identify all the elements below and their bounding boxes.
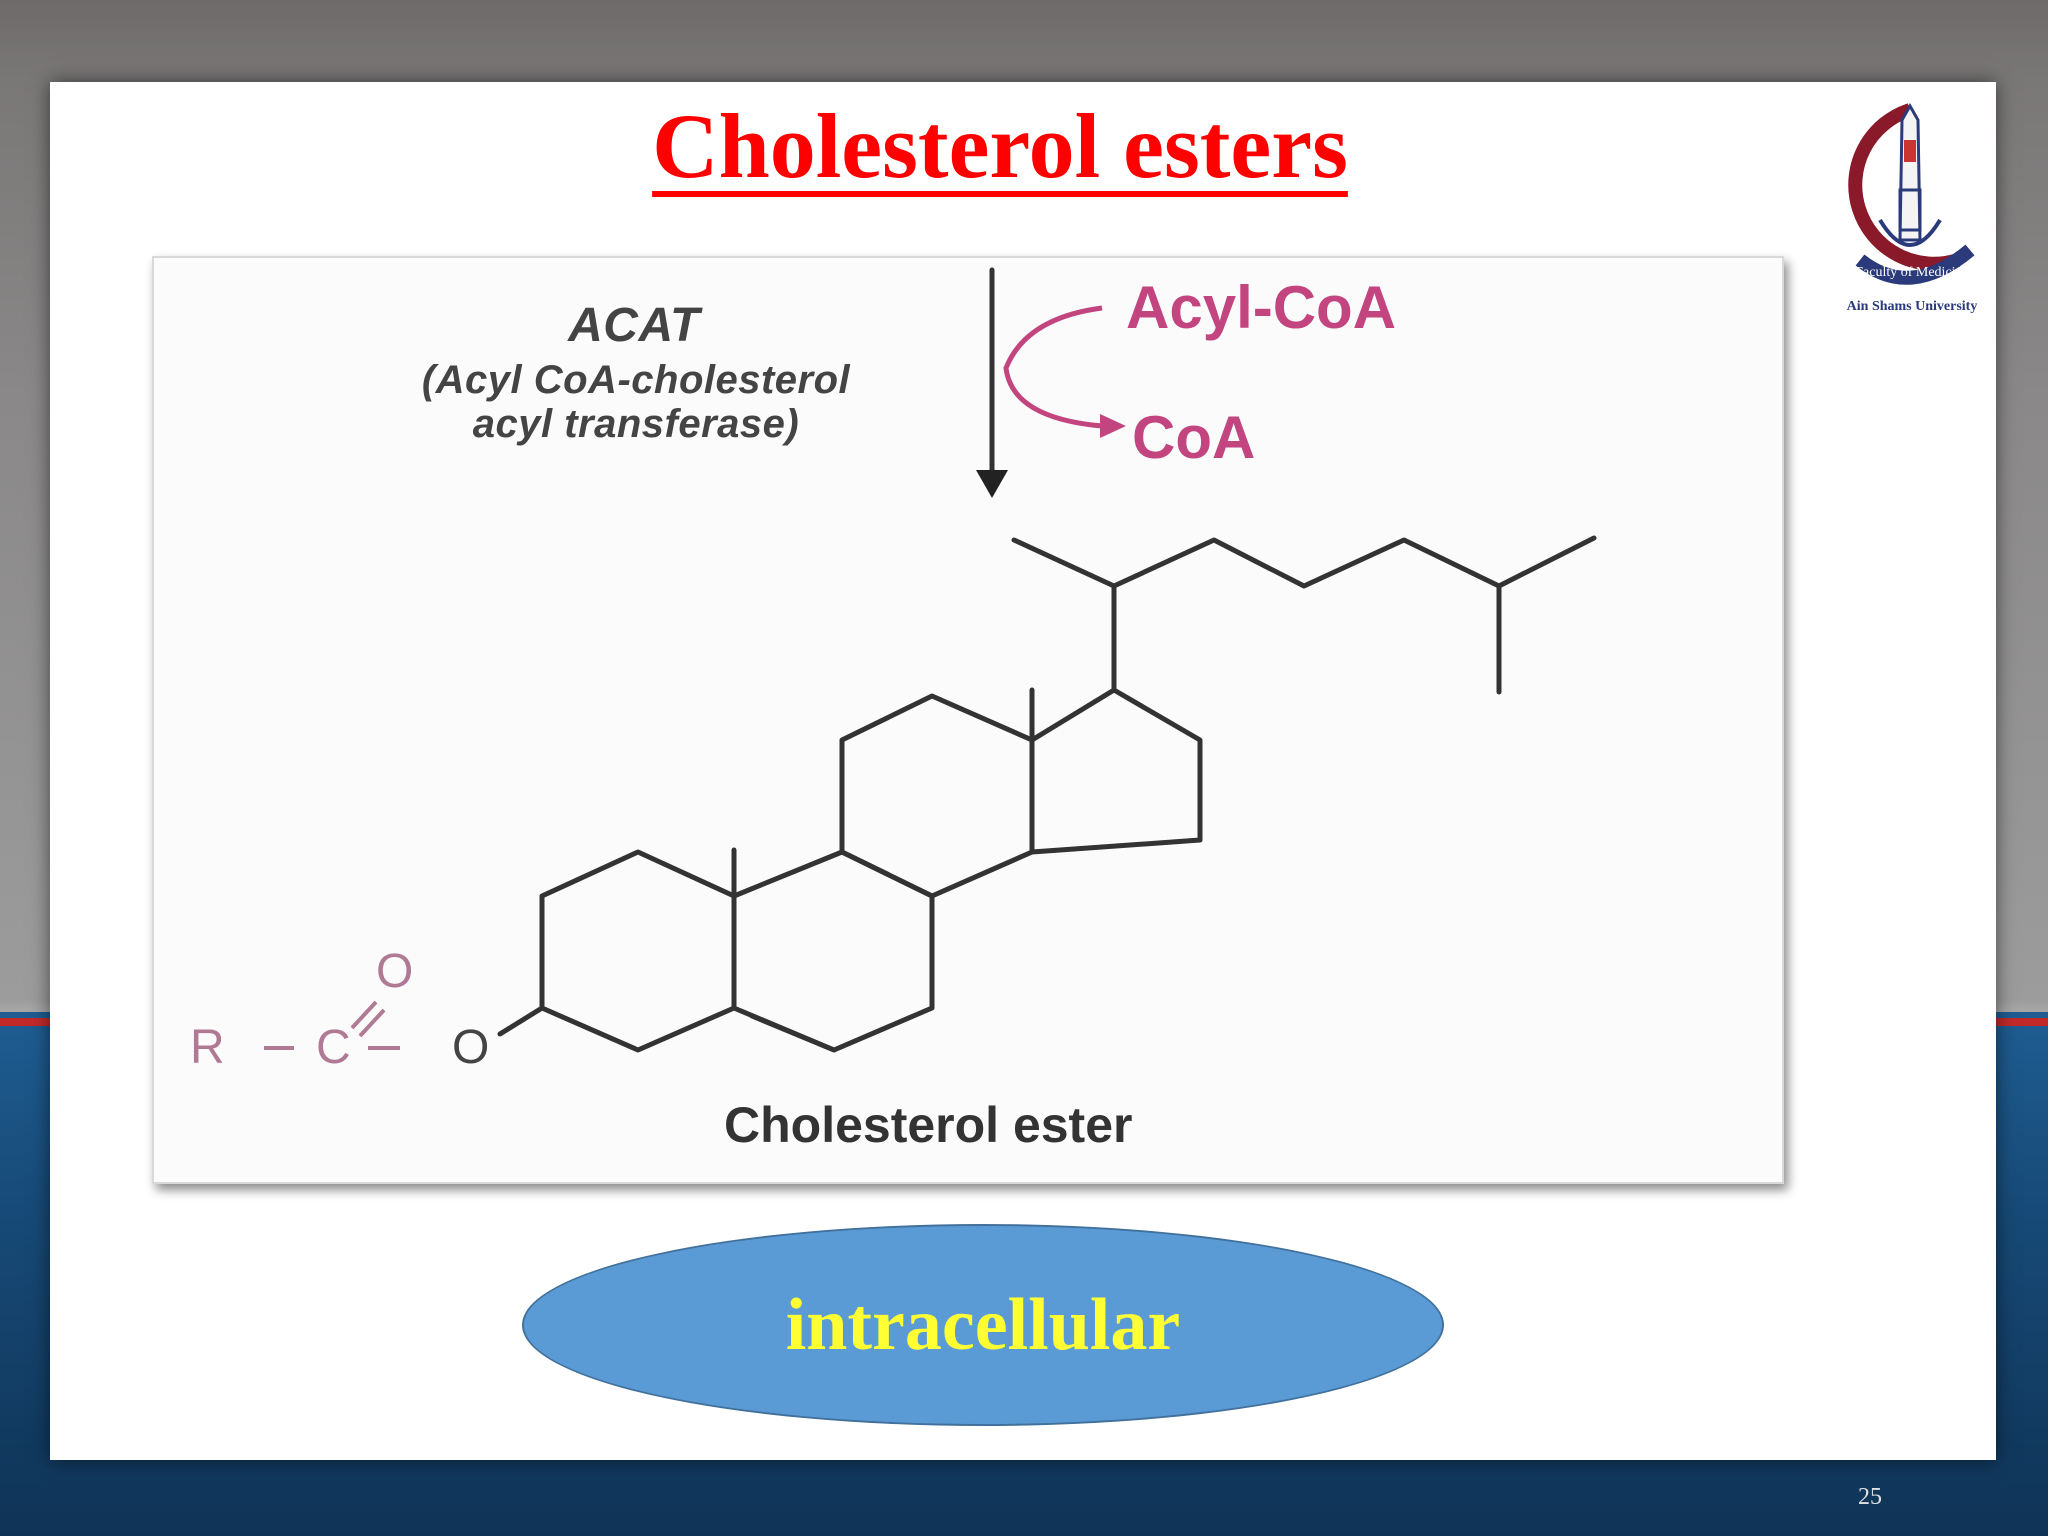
logo-text-bottom: Ain Shams University (1847, 299, 1978, 314)
acyl-coa-label: Acyl-CoA (1126, 274, 1397, 341)
coa-label: CoA (1132, 404, 1256, 471)
ring-d (1029, 687, 1203, 855)
faculty-logo: Faculty of Medicine Ain Shams University (1847, 102, 1978, 314)
product-caption: Cholesterol ester (724, 1097, 1133, 1153)
ring-a (539, 849, 737, 1053)
acyl-transfer-curve (1003, 305, 1103, 429)
enzyme-name-line2: acyl transferase) (472, 402, 800, 446)
ester-r-label: R (190, 1021, 225, 1074)
cholesterol-ester-structure (264, 267, 1597, 1053)
location-ellipse: intracellular (522, 1224, 1444, 1426)
ester-o-single-label: O (452, 1021, 490, 1074)
enzyme-abbrev: ACAT (568, 299, 700, 352)
page-number: 25 (1858, 1484, 1882, 1510)
enzyme-name-line1: (Acyl CoA-cholesterol (421, 358, 851, 402)
ester-o-double-label: O (376, 945, 414, 998)
logo-text-top: Faculty of Medicine (1855, 265, 1969, 280)
reaction-arrow-head (976, 470, 1008, 498)
side-chain (1011, 535, 1597, 589)
reaction-figure: ACAT (Acyl CoA-cholesterol acyl transfer… (152, 256, 1784, 1184)
slide-title: Cholesterol esters (652, 95, 1348, 197)
location-label: intracellular (785, 1283, 1181, 1366)
ester-c-label: C (316, 1021, 351, 1074)
